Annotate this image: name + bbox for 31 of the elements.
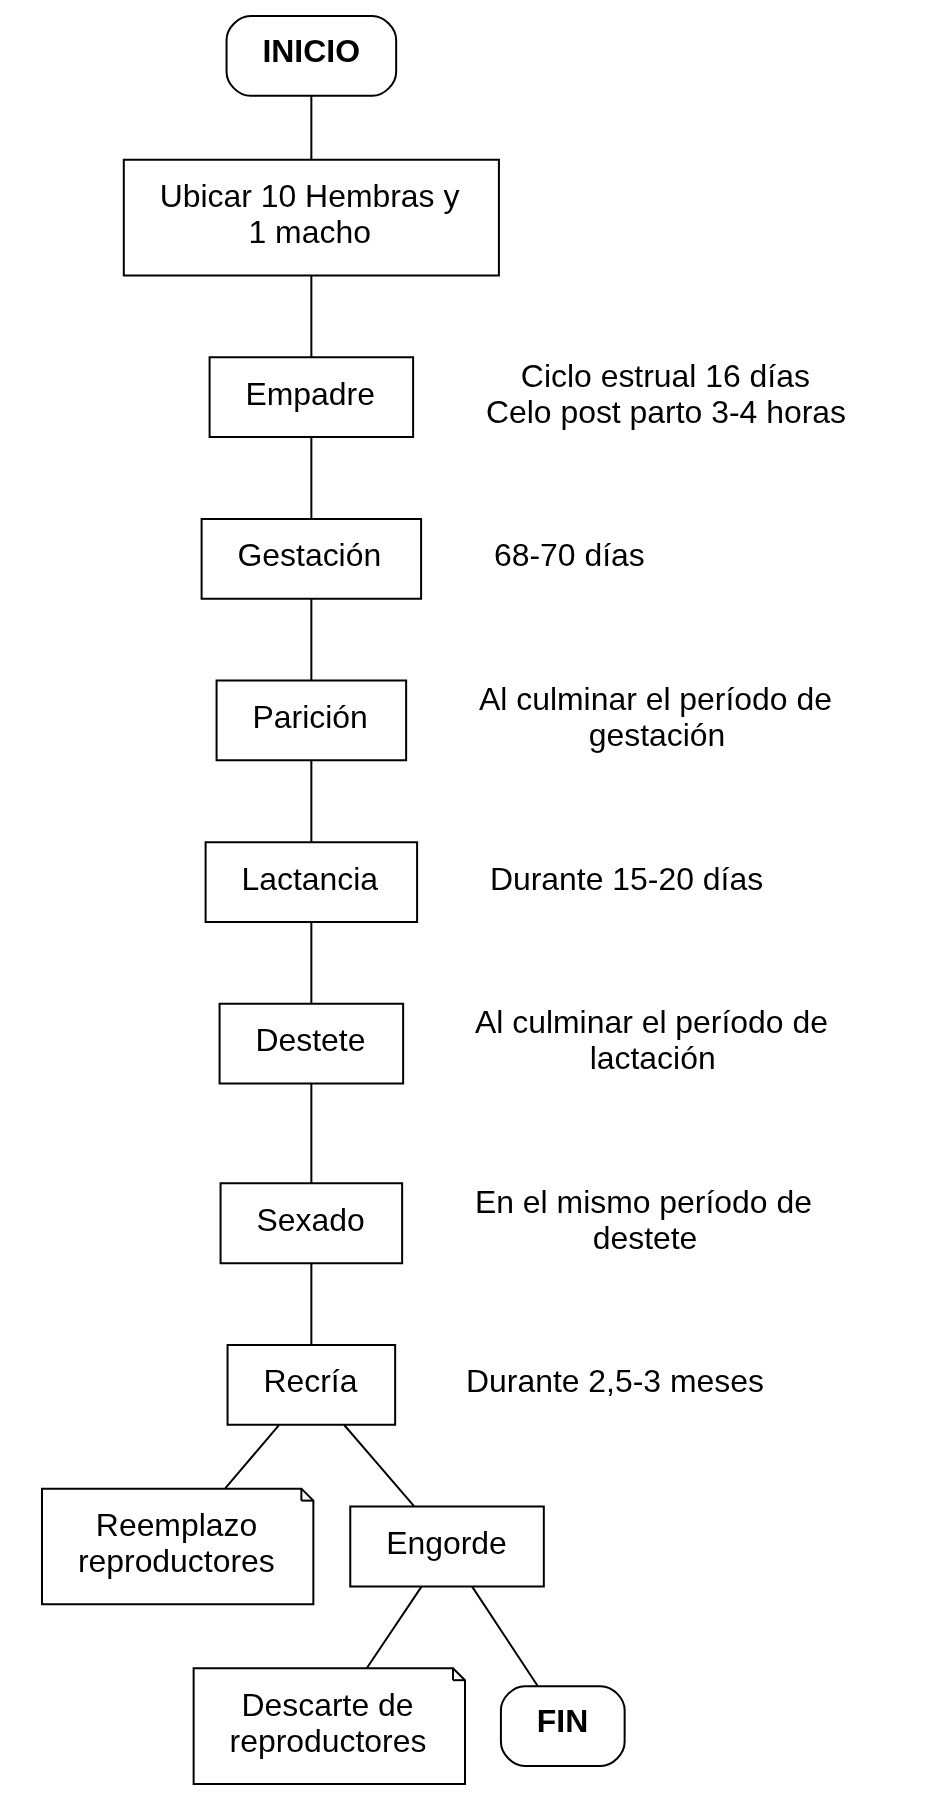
- node-label: Al culminar el período de gestación: [478, 681, 832, 753]
- connector: [471, 1585, 539, 1688]
- node-box: Recría: [226, 1343, 397, 1426]
- connector: [310, 275, 313, 359]
- connector: [310, 759, 313, 843]
- node-box: Destete: [218, 1002, 405, 1085]
- node-box: Sexado: [219, 1182, 404, 1265]
- connector: [343, 1424, 415, 1508]
- node-box: INICIO: [225, 15, 398, 97]
- connector: [310, 95, 313, 161]
- node-label: Durante 15-20 días: [489, 860, 764, 897]
- node-box: FIN: [499, 1685, 626, 1767]
- connector: [310, 436, 313, 520]
- node-label: Durante 2,5-3 meses: [466, 1363, 764, 1400]
- connector: [224, 1424, 280, 1490]
- node-box: Lactancia: [204, 841, 419, 923]
- node-label: En el mismo período de destete: [474, 1183, 812, 1256]
- node-label: Al culminar el período de lactación: [474, 1004, 828, 1077]
- node-box: Gestación: [200, 517, 423, 600]
- node-box: Parición: [215, 679, 408, 762]
- connector: [365, 1585, 423, 1670]
- node-box: Ubicar 10 Hembras y 1 macho: [122, 158, 500, 277]
- node-box: Engorde: [349, 1505, 545, 1588]
- node-label: Celo post parto 3-4 horas: [485, 393, 846, 430]
- connector: [310, 1262, 313, 1346]
- connector: [310, 921, 313, 1005]
- node-box: Empadre: [208, 356, 415, 439]
- node-label: 68-70 días: [493, 537, 645, 574]
- node-label: Ciclo estrual 16 días: [520, 357, 810, 394]
- connector: [310, 597, 313, 682]
- connector: [310, 1082, 313, 1185]
